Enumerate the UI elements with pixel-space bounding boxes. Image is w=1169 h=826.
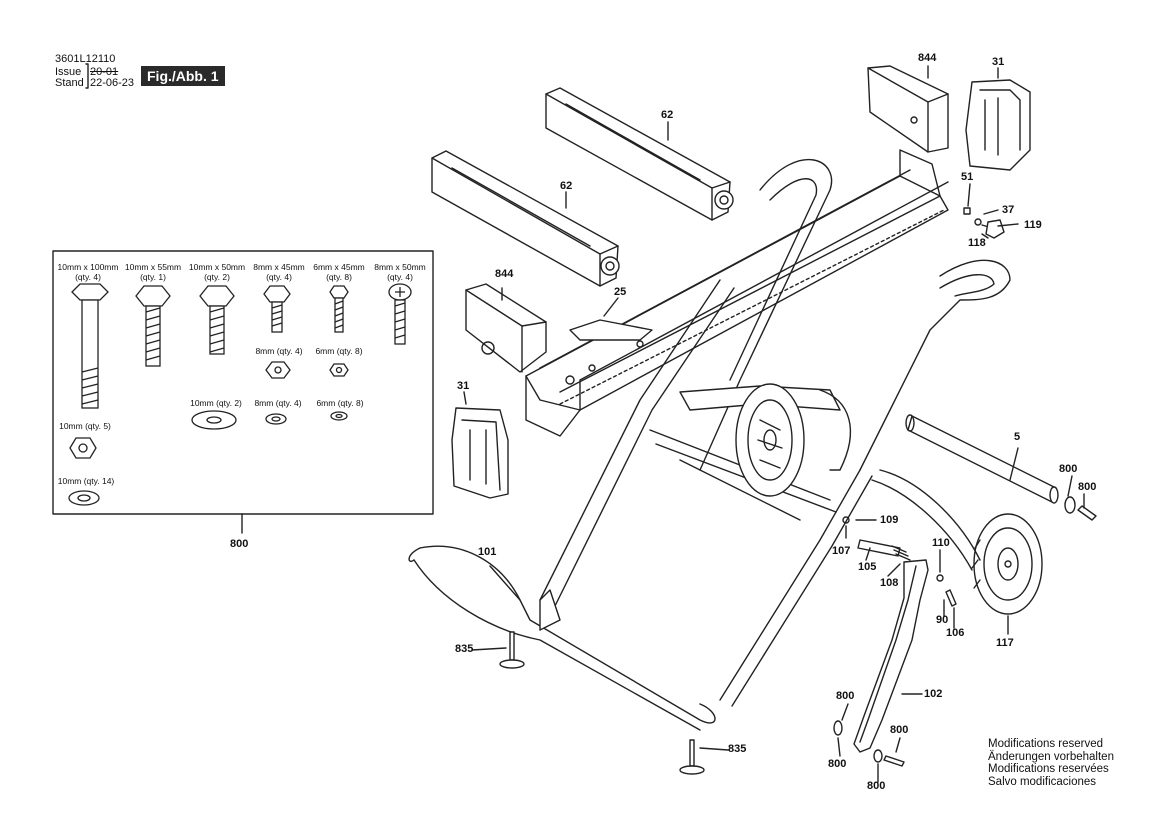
hw-washer-3: 6mm (qty. 8) <box>316 398 364 408</box>
part-label-51: 51 <box>961 171 974 183</box>
notice-de: Änderungen vorbehalten <box>988 750 1114 763</box>
part-label-107: 107 <box>832 545 851 557</box>
hardware-kit-box <box>52 250 434 515</box>
part-label-800-d: 800 <box>890 724 909 736</box>
part-label-110: 110 <box>932 537 950 549</box>
part-label-844-top: 844 <box>918 52 937 64</box>
hardware-kit-part-number: 800 <box>230 538 249 550</box>
hw-nut-1: 8mm (qty. 4) <box>255 346 303 356</box>
hw-nut-3: 10mm (qty. 5) <box>59 421 111 431</box>
part-label-37: 37 <box>1002 204 1015 216</box>
part-label-108: 108 <box>880 577 899 589</box>
hw-bolt-4: 8mm x 45mm (qty. 4) <box>250 262 308 282</box>
hw-bolt-3-qty: (qty. 2) <box>204 272 230 282</box>
part-label-800-b: 800 <box>1078 481 1097 493</box>
part-label-105: 105 <box>858 561 877 573</box>
hw-bolt-6-qty: (qty. 4) <box>387 272 413 282</box>
hw-bolt-3-size: 10mm x 50mm <box>188 262 246 272</box>
notice-en: Modifications reserved <box>988 738 1104 750</box>
part-label-835-b: 835 <box>728 743 747 755</box>
hw-bolt-1-size: 10mm x 100mm <box>57 262 119 272</box>
part-label-62-upper: 62 <box>661 109 674 121</box>
hw-washer-1: 10mm (qty. 2) <box>190 398 242 408</box>
hw-bolt-2-size: 10mm x 55mm <box>124 262 182 272</box>
part-label-800-c: 800 <box>836 690 855 702</box>
part-label-31-left: 31 <box>457 380 470 392</box>
hw-bolt-5-size: 6mm x 45mm <box>313 262 365 272</box>
stand-value: 22-06-23 <box>90 77 135 89</box>
issue-label: Issue <box>55 66 82 78</box>
hw-bolt-1-qty: (qty. 4) <box>75 272 101 282</box>
part-label-118: 118 <box>968 237 986 249</box>
part-label-119: 119 <box>1024 219 1042 231</box>
hw-nut-2: 6mm (qty. 8) <box>315 346 363 356</box>
part-label-835-a: 835 <box>455 643 474 655</box>
part-label-90: 90 <box>936 614 949 626</box>
hw-washer-2: 8mm (qty. 4) <box>254 398 302 408</box>
hw-bolt-3: 10mm x 50mm (qty. 2) <box>186 262 248 282</box>
part-label-109: 109 <box>880 514 899 526</box>
part-label-102: 102 <box>924 688 943 700</box>
part-label-31-top: 31 <box>992 56 1005 68</box>
part-label-25: 25 <box>614 286 627 298</box>
hw-bolt-5-qty: (qty. 8) <box>326 272 352 282</box>
hw-bolt-6: 8mm x 50mm (qty. 4) <box>370 262 430 282</box>
hw-washer-4: 10mm (qty. 14) <box>57 476 115 486</box>
hw-bolt-4-size: 8mm x 45mm <box>253 262 305 272</box>
part-label-800-a: 800 <box>1059 463 1078 475</box>
stand-label: Stand <box>55 77 84 89</box>
notice-fr: Modifications reservées <box>988 763 1109 775</box>
part-label-5: 5 <box>1014 431 1021 443</box>
hw-bolt-6-size: 8mm x 50mm <box>374 262 426 272</box>
document-number: 3601L12110 <box>55 53 116 65</box>
part-label-800-f: 800 <box>867 780 886 792</box>
part-label-117: 117 <box>996 637 1014 649</box>
hw-bolt-5: 6mm x 45mm (qty. 8) <box>310 262 368 282</box>
notice-es: Salvo modificaciones <box>988 775 1097 788</box>
part-label-62-lower: 62 <box>560 180 573 192</box>
part-label-106: 106 <box>946 627 965 639</box>
hw-bolt-2-qty: (qty. 1) <box>140 272 166 282</box>
part-label-844-left: 844 <box>495 268 514 280</box>
modifications-notice: Modifications reserved Änderungen vorbeh… <box>988 738 1114 788</box>
hw-bolt-2: 10mm x 55mm (qty. 1) <box>122 262 184 282</box>
part-label-800-e: 800 <box>828 758 847 770</box>
issue-value: 20-01 <box>90 66 119 78</box>
hw-bolt-4-qty: (qty. 4) <box>266 272 292 282</box>
part-label-101: 101 <box>478 546 497 558</box>
hw-bolt-1: 10mm x 100mm (qty. 4) <box>55 262 121 282</box>
figure-label: Fig./Abb. 1 <box>141 66 225 86</box>
